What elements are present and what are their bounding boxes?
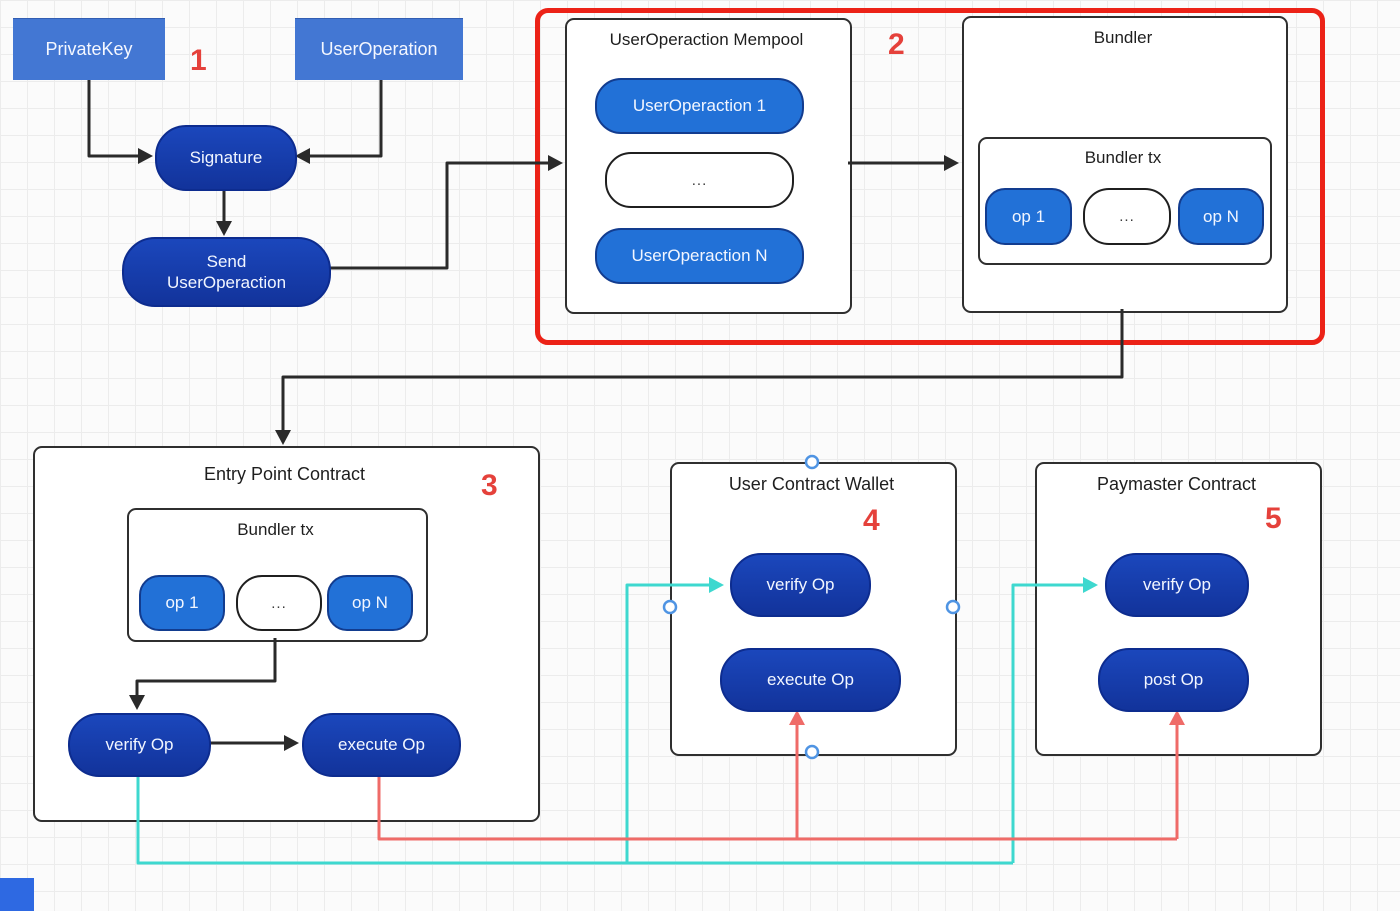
pill-bundler-op-ellipsis-label: ...	[1119, 208, 1135, 225]
connector-send-to-mempool	[327, 161, 548, 270]
arrowhead-into-mempool	[548, 155, 563, 171]
pill-wallet-execute-op-label: execute Op	[767, 670, 854, 689]
node-send-label-line2: UserOperaction	[166, 273, 287, 292]
pill-bundler-op-1-label: op 1	[1011, 206, 1046, 226]
pill-ep-verify-op[interactable]: verify Op	[68, 713, 211, 777]
box-useroperation-mempool-title: UserOperaction Mempool	[609, 30, 804, 49]
pill-ep-op-ellipsis[interactable]: ...	[236, 575, 322, 631]
arrowhead-into-bundler	[944, 155, 959, 171]
box-paymaster-contract-title: Paymaster Contract	[1096, 474, 1257, 494]
pill-ep-op-ellipsis-label: ...	[271, 594, 287, 612]
pill-ep-verify-op-label: verify Op	[105, 735, 174, 754]
step-number-5: 5	[1265, 502, 1282, 535]
pill-bundler-op-1[interactable]: op 1	[985, 188, 1072, 245]
arrowhead-into-entrypoint	[275, 430, 291, 445]
node-user-operation-label: UserOperation	[320, 38, 438, 59]
connector-bundler-to-entrypoint	[281, 309, 1124, 430]
box-entry-point-title: Entry Point Contract	[203, 464, 366, 484]
arrowhead-into-ep-verify	[129, 695, 145, 710]
node-user-operation[interactable]: UserOperation	[295, 18, 463, 80]
step-number-4: 4	[863, 504, 880, 537]
corner-blue-chip	[0, 878, 34, 911]
box-bundler-title: Bundler	[1093, 28, 1153, 47]
pill-wallet-execute-op[interactable]: execute Op	[720, 648, 901, 712]
node-private-key-label: PrivateKey	[45, 38, 133, 59]
selection-handle-left[interactable]	[662, 599, 678, 615]
node-send-useroperation[interactable]: Send UserOperaction	[122, 237, 331, 307]
pill-bundler-op-n-label: op N	[1203, 206, 1239, 226]
pill-useroperation-n[interactable]: UserOperaction N	[595, 228, 804, 284]
box-user-contract-wallet-title: User Contract Wallet	[728, 474, 895, 494]
step-number-1: 1	[190, 44, 207, 77]
step2-highlight-frame[interactable]	[535, 8, 1325, 345]
arrowhead-into-send	[216, 221, 232, 236]
connector-cyan-to-wallet-verify	[625, 583, 710, 863]
pill-paymaster-verify-op[interactable]: verify Op	[1105, 553, 1249, 617]
connector-privatekey-to-signature	[87, 80, 138, 158]
pill-useroperation-ellipsis-label: ...	[691, 171, 708, 189]
pill-paymaster-verify-op-label: verify Op	[1142, 575, 1212, 594]
box-bundler-tx-title: Bundler tx	[1084, 148, 1162, 167]
arrowhead-cyan-into-wallet-verify	[709, 577, 724, 593]
pill-bundler-op-ellipsis[interactable]: ...	[1083, 188, 1171, 245]
arrowhead-red-into-wallet-execute	[789, 710, 805, 725]
node-signature-label: Signature	[189, 148, 263, 167]
arrowhead-into-ep-execute	[284, 735, 299, 751]
connector-useroperation-to-signature	[310, 80, 383, 158]
pill-ep-op-n-label: op N	[352, 593, 388, 612]
arrowhead-red-into-paymaster-post	[1169, 710, 1185, 725]
arrowhead-into-signature-right	[295, 148, 310, 164]
pill-wallet-verify-op-label: verify Op	[766, 575, 835, 594]
pill-paymaster-post-op-label: post Op	[1143, 670, 1204, 689]
pill-paymaster-post-op[interactable]: post Op	[1098, 648, 1249, 712]
selection-handle-top[interactable]	[804, 454, 820, 470]
selection-handle-right[interactable]	[945, 599, 961, 615]
node-private-key[interactable]: PrivateKey	[13, 18, 165, 80]
pill-ep-op-1[interactable]: op 1	[139, 575, 225, 631]
selection-handle-bottom[interactable]	[804, 744, 820, 760]
connector-bundlertx-to-verify	[135, 638, 277, 696]
node-send-label-line1: Send	[206, 251, 247, 271]
pill-useroperation-1[interactable]: UserOperaction 1	[595, 78, 804, 134]
arrowhead-into-signature-left	[138, 148, 153, 164]
box-entry-point-bundler-tx-title: Bundler tx	[237, 520, 314, 539]
connector-cyan-verify-trunk	[136, 773, 1013, 865]
arrowhead-cyan-into-paymaster-verify	[1083, 577, 1098, 593]
step-number-2: 2	[888, 28, 905, 61]
pill-wallet-verify-op[interactable]: verify Op	[730, 553, 871, 617]
pill-useroperation-ellipsis[interactable]: ...	[605, 152, 794, 208]
pill-ep-execute-op-label: execute Op	[338, 735, 425, 754]
pill-useroperation-n-label: UserOperaction N	[631, 246, 768, 265]
connector-cyan-to-paymaster-verify	[1011, 583, 1084, 863]
pill-ep-op-1-label: op 1	[165, 593, 199, 612]
step-number-3: 3	[481, 469, 498, 502]
node-signature[interactable]: Signature	[155, 125, 297, 191]
pill-ep-execute-op[interactable]: execute Op	[302, 713, 461, 777]
pill-bundler-op-n[interactable]: op N	[1178, 188, 1264, 245]
pill-ep-op-n[interactable]: op N	[327, 575, 413, 631]
pill-useroperation-1-label: UserOperaction 1	[632, 96, 767, 115]
connector-red-execute-trunk	[377, 773, 1177, 841]
